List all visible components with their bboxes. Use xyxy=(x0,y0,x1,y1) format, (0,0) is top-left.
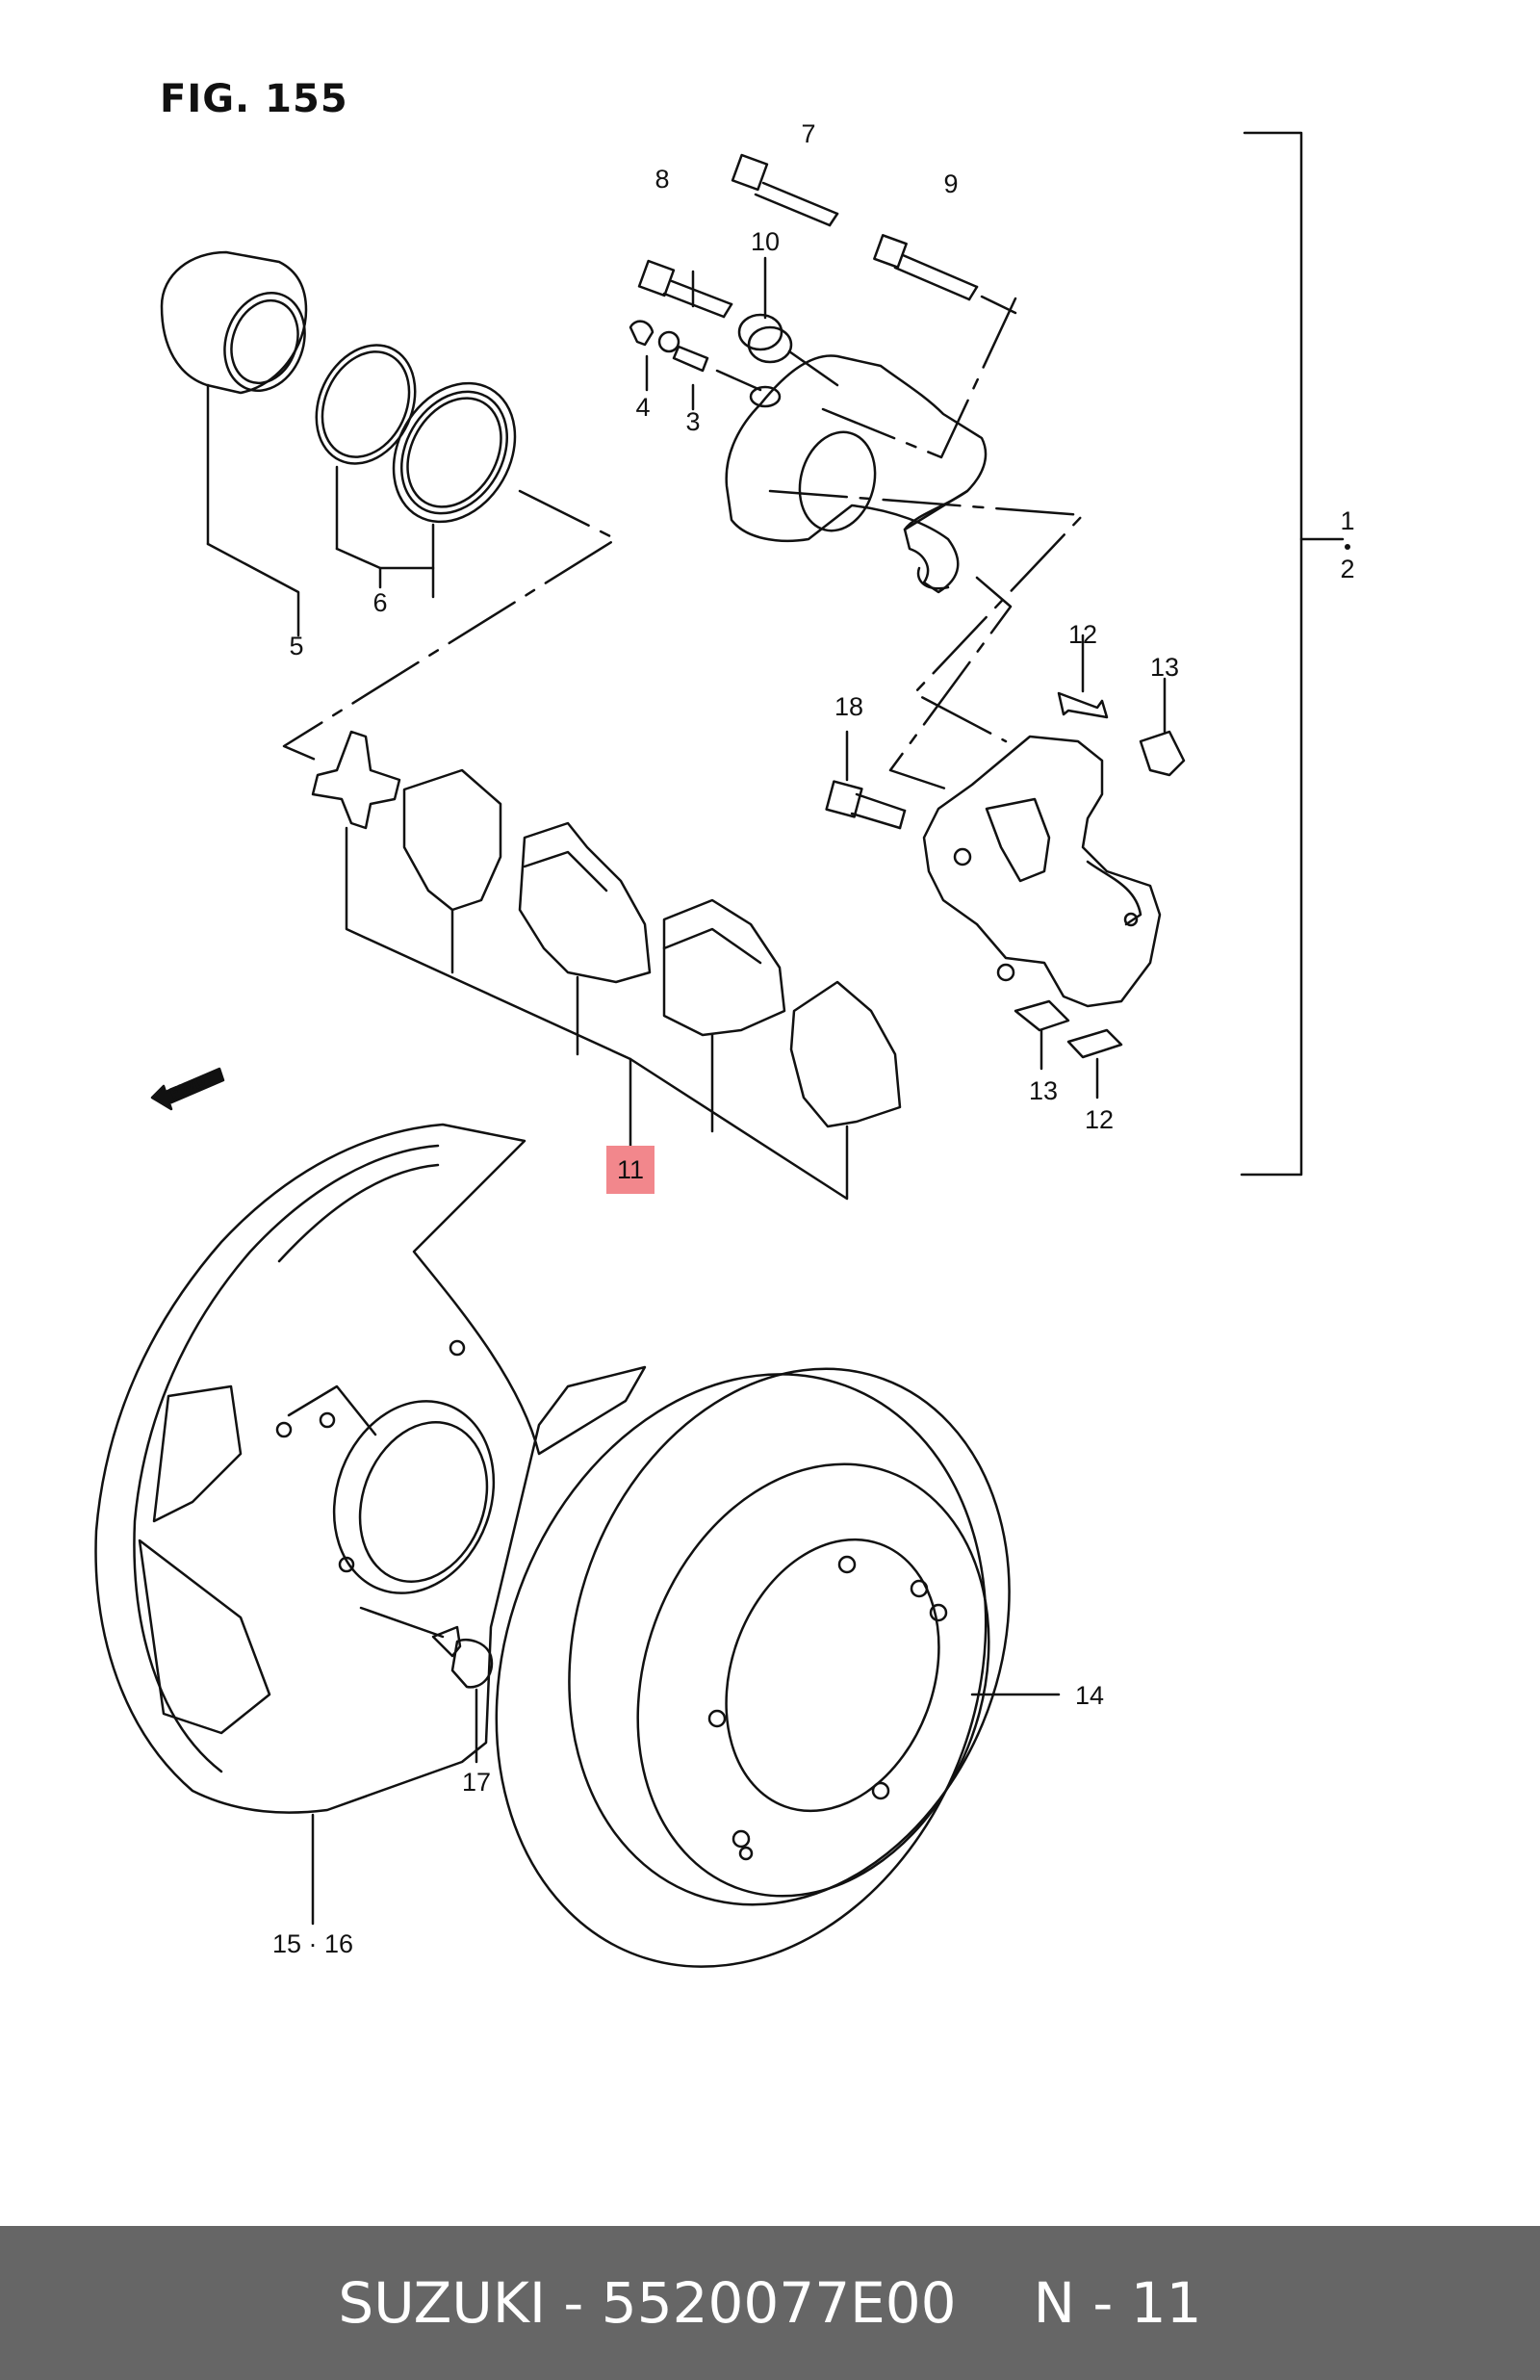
pad-clip-13-upper xyxy=(1139,677,1186,777)
pad-clip-13-lower xyxy=(1014,999,1070,1071)
brake-pad-kit xyxy=(311,730,902,1201)
guide-bolt-8 xyxy=(637,259,733,319)
callout-7: 7 xyxy=(801,119,815,148)
callout-18: 18 xyxy=(834,692,863,721)
callout-1: 1 xyxy=(1340,506,1354,535)
fwd-arrow xyxy=(150,1067,225,1111)
seal-rings xyxy=(315,344,517,599)
callout-2: 2 xyxy=(1340,555,1354,583)
highlight-box-11 xyxy=(606,1146,654,1194)
brake-assembly-diagram: 1 2 3 4 5 6 7 8 9 10 12 12 13 13 14 15 ·… xyxy=(94,119,1355,1968)
guide-bolt-7 xyxy=(731,153,839,227)
callout-9: 9 xyxy=(943,169,958,198)
footer-part-number: SUZUKI - 5520077E00 xyxy=(338,2270,957,2336)
footer-bar: SUZUKI - 5520077E00 N - 11 xyxy=(0,2226,1540,2380)
piston-part xyxy=(160,250,308,637)
bleeder-screw-3 xyxy=(657,330,762,392)
callout-13-upper: 13 xyxy=(1150,653,1179,682)
pad-clip-12-upper xyxy=(1057,634,1109,719)
mounting-bolt-18 xyxy=(825,730,907,830)
assembly-bracket xyxy=(1240,131,1345,1177)
guide-bolt-9 xyxy=(873,234,1017,315)
callout-4: 4 xyxy=(635,393,650,422)
reference-lines xyxy=(282,297,1085,791)
caliper-bracket xyxy=(922,735,1162,1008)
callout-10: 10 xyxy=(751,227,780,256)
callout-13-lower: 13 xyxy=(1029,1076,1058,1105)
cap-4 xyxy=(629,320,654,347)
callout-5: 5 xyxy=(289,632,303,660)
footer-reference: N - 11 xyxy=(1033,2270,1202,2336)
brake-disc xyxy=(495,1367,1061,1968)
callout-11-highlighted: 11 xyxy=(616,1155,645,1184)
fwd-label: FWD xyxy=(167,1073,209,1102)
callout-8: 8 xyxy=(654,165,669,194)
dust-shield xyxy=(94,1123,647,1926)
callout-separator-dot xyxy=(1345,544,1350,550)
callout-14: 14 xyxy=(1075,1681,1104,1710)
pad-clip-12-lower xyxy=(1066,1028,1123,1099)
callout-15-16: 15 · 16 xyxy=(272,1929,353,1958)
bolt-17 xyxy=(359,1606,494,1764)
callout-17: 17 xyxy=(462,1768,491,1797)
boot-10 xyxy=(737,313,839,387)
callout-12-upper: 12 xyxy=(1068,620,1097,649)
caliper-body xyxy=(725,354,988,594)
fig-title: FIG. 155 xyxy=(160,77,348,121)
callout-3: 3 xyxy=(685,407,700,436)
callout-12-lower: 12 xyxy=(1085,1105,1114,1134)
callout-6: 6 xyxy=(372,588,387,617)
